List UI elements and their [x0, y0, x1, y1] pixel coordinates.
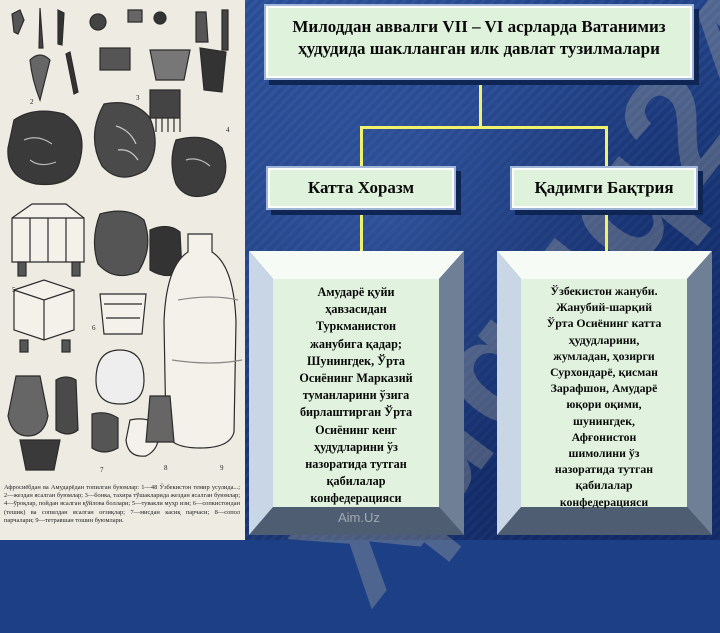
artifact-drawings: 2 3 4 5 6 7 8 9: [7, 7, 243, 474]
description-line: ҳудудларини ўз: [314, 439, 398, 454]
connector-crossbar: [360, 126, 608, 129]
description-text-left: Амударё қуйи ҳавзасидан Туркманистон жан…: [273, 279, 439, 507]
svg-text:7: 7: [100, 466, 104, 474]
svg-text:9: 9: [220, 464, 224, 472]
description-line: юқори оқими,: [566, 397, 642, 412]
plate-caption: Афросиёбдан ва Амударёдан топилган буюмл…: [4, 484, 240, 524]
connector-left-lower: [360, 212, 363, 252]
connector-trunk: [479, 82, 482, 128]
title-line-2: ҳудудида шаклланган илк давлат тузилмала…: [298, 39, 660, 58]
site-watermark-label: Aim.Uz: [338, 510, 380, 525]
description-line: Зарафшон, Амударё: [550, 381, 658, 396]
description-line: Ўрта Осиёнинг катта: [546, 316, 662, 331]
state-name-right: Қадимги Бақтрия: [510, 166, 698, 210]
description-line: Сурхондарё, қисман: [550, 365, 658, 380]
description-line: Амударё қуйи: [317, 285, 395, 299]
description-panel-left: Амударё қуйи ҳавзасидан Туркманистон жан…: [249, 251, 464, 535]
description-line: Осиёнинг Марказий: [299, 371, 413, 386]
description-line: жумладан, ҳозирги: [553, 348, 655, 363]
description-panel-right: Ўзбекистон жануби. Жанубий-шарқий Ўрта О…: [497, 251, 712, 535]
description-line: жанубига қадар;: [310, 336, 402, 351]
description-line: қабилалар: [326, 474, 386, 489]
description-line: туманларини ўзига: [302, 388, 410, 403]
description-line: Шунингдек, Ўрта: [307, 353, 405, 368]
description-line: ҳудудларини,: [568, 332, 640, 347]
connector-left-down: [360, 126, 363, 168]
svg-text:3: 3: [136, 94, 140, 102]
description-line: Жанубий-шарқий: [555, 300, 653, 315]
artifact-plate: 2 3 4 5 6 7 8 9 Афросиёбдан ва Амударёда…: [0, 0, 245, 540]
state-name-left: Катта Хоразм: [266, 166, 456, 210]
description-line: шунингдек,: [573, 413, 635, 428]
description-line: конфедерацияси: [559, 494, 649, 509]
description-line: шимолини ўз: [568, 446, 640, 461]
description-line: конфедерацияси: [310, 491, 402, 506]
description-line: назоратида тутган: [305, 457, 407, 472]
svg-text:6: 6: [92, 324, 96, 332]
description-line: Афғонистон: [571, 429, 637, 444]
description-line: Туркманистон: [315, 319, 397, 334]
description-text-right: Ўзбекистон жануби. Жанубий-шарқий Ўрта О…: [521, 279, 687, 509]
description-line: қабилалар: [575, 478, 633, 493]
svg-text:5: 5: [12, 286, 16, 294]
diagram-title: Милоддан аввалги VII – VI асрларда Ватан…: [264, 4, 694, 80]
description-line: ҳавзасидан: [325, 302, 387, 317]
connector-right-lower: [605, 212, 608, 252]
svg-text:8: 8: [164, 464, 168, 472]
svg-text:2: 2: [30, 98, 34, 106]
description-line: бирлаштирган Ўрта: [299, 405, 413, 420]
svg-text:4: 4: [226, 126, 230, 134]
description-line: Осиёнинг кенг: [315, 422, 397, 437]
connector-right-down: [605, 126, 608, 168]
title-line-1: Милоддан аввалги VII – VI асрларда Ватан…: [292, 17, 666, 36]
description-line: Ўзбекистон жануби.: [550, 284, 658, 298]
description-line: назоратида тутган: [554, 462, 654, 477]
